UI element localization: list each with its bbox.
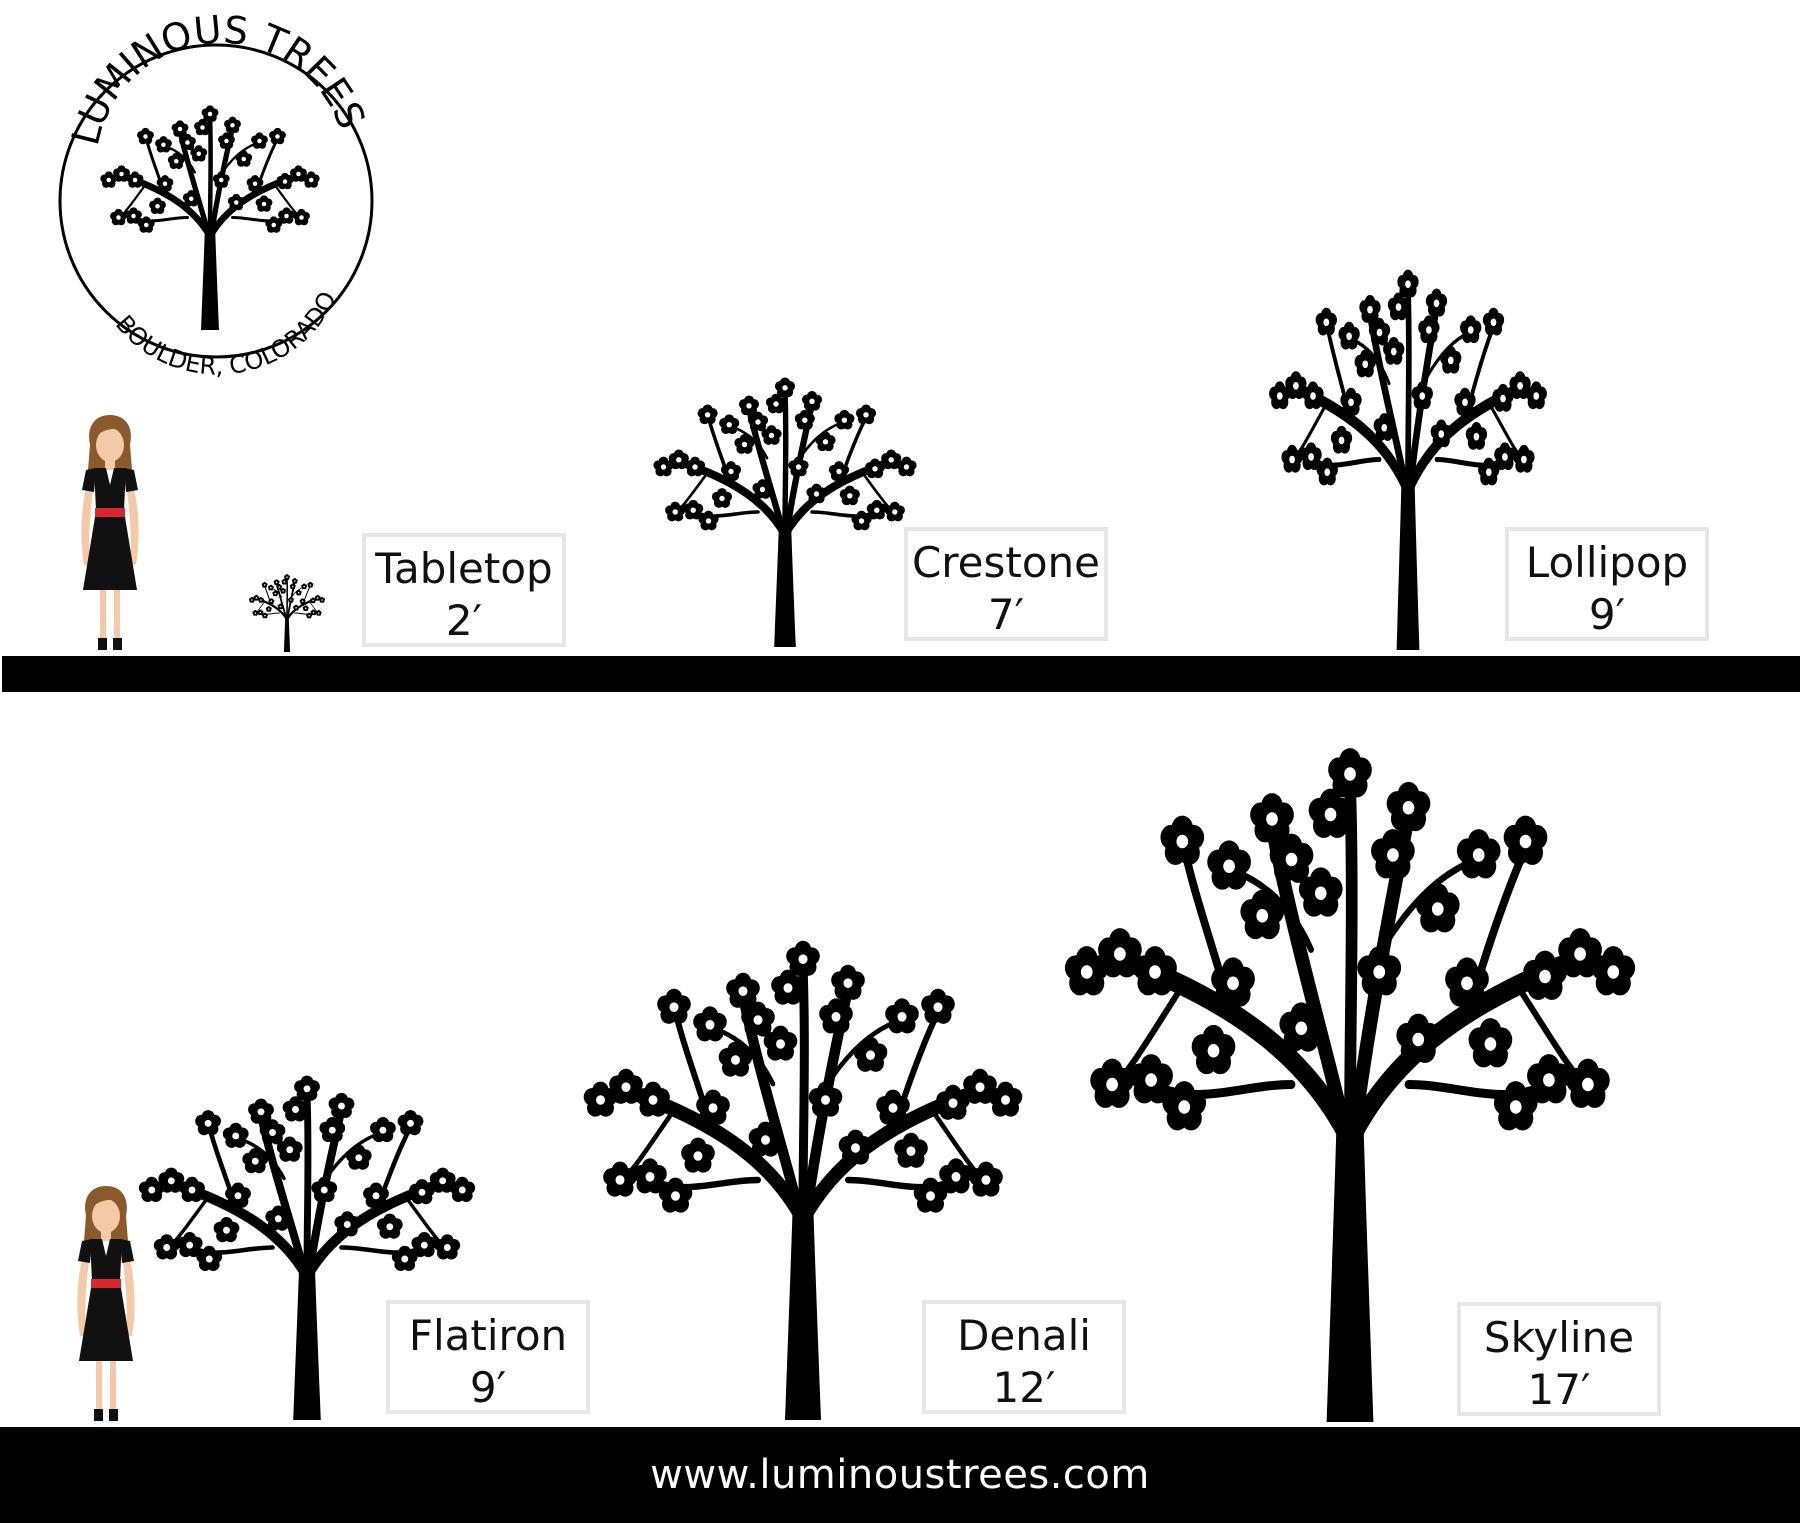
woman-figure-bottom — [77, 1186, 135, 1421]
tree-label-crestone: Crestone 7′ — [904, 527, 1108, 641]
tree-height: 9′ — [1588, 590, 1626, 639]
tree-height: 17′ — [1527, 1365, 1591, 1414]
logo-text-bottom: BOULDER, COLORADO — [110, 287, 342, 381]
tree-name: Lollipop — [1525, 538, 1689, 587]
tree-label-flatiron: Flatiron 9′ — [386, 1300, 590, 1414]
logo-text-top: LUMINOUS TREES — [63, 7, 374, 149]
tree-icon-crestone — [653, 377, 916, 647]
logo: LUMINOUS TREES BOULDER, COLORADO — [58, 7, 374, 381]
tree-label-tabletop: Tabletop 2′ — [362, 533, 566, 647]
footer-bar: www.luminoustrees.com — [0, 1427, 1800, 1523]
tree-icon-tabletop — [249, 574, 325, 652]
ground-bar-top — [2, 656, 1800, 692]
logo-circle — [58, 43, 374, 359]
tree-name: Crestone — [911, 538, 1100, 587]
tree-name: Tabletop — [375, 544, 553, 593]
tree-label-skyline: Skyline 17′ — [1457, 1302, 1661, 1416]
tree-name: Denali — [957, 1311, 1091, 1360]
tree-label-lollipop: Lollipop 9′ — [1505, 527, 1709, 641]
website-link[interactable]: www.luminoustrees.com — [650, 1452, 1150, 1498]
woman-figure-top — [81, 415, 139, 650]
tree-name: Flatiron — [408, 1311, 568, 1360]
tree-name: Skyline — [1483, 1313, 1635, 1362]
tree-height: 9′ — [469, 1363, 507, 1412]
logo-tree-icon — [100, 105, 319, 330]
tree-height: 12′ — [992, 1363, 1056, 1412]
tree-height: 7′ — [987, 590, 1025, 639]
tree-label-denali: Denali 12′ — [922, 1300, 1126, 1414]
tree-height: 2′ — [445, 596, 483, 645]
